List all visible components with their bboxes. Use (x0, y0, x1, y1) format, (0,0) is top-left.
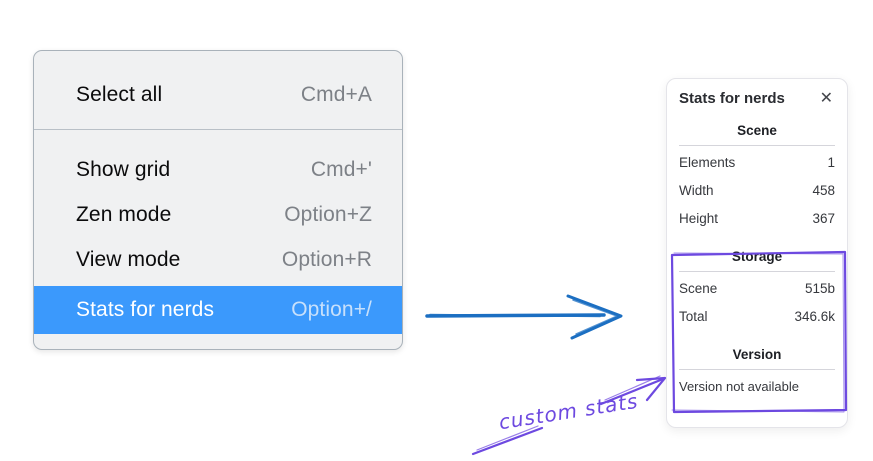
stat-row-width: Width 458 (679, 177, 835, 205)
menu-item-zen-mode[interactable]: Zen mode Option+Z (34, 192, 402, 237)
section-heading-version: Version (732, 347, 782, 362)
stat-label: Scene (679, 281, 718, 296)
stat-label: Elements (679, 155, 736, 170)
menu-item-shortcut: Cmd+A (300, 83, 372, 106)
section-scene: Scene Elements 1 Width 458 Height 367 (679, 123, 835, 233)
menu-item-stats-for-nerds[interactable]: Stats for nerds Option+/ (34, 286, 402, 334)
stat-value: 346.6k (794, 309, 835, 324)
menu-item-shortcut: Cmd+' (310, 157, 372, 181)
blue-arrow (425, 294, 623, 340)
menu-item-label: Zen mode (76, 202, 172, 226)
stats-panel-header: Stats for nerds ✕ (679, 90, 835, 107)
menu-item-shortcut: Option+/ (291, 298, 372, 321)
menu-item-select-all[interactable]: Select all Cmd+A (34, 61, 402, 129)
section-version: Version Version not available (679, 347, 835, 401)
section-heading-scene: Scene (737, 123, 777, 138)
stats-panel-title: Stats for nerds (679, 90, 785, 107)
custom-stats-annotation: custom stats (497, 388, 640, 435)
version-message: Version not available (679, 379, 799, 394)
stat-value: 1 (827, 155, 835, 170)
context-menu: Select all Cmd+A Show grid Cmd+' Zen mod… (33, 50, 403, 350)
stats-panel: Stats for nerds ✕ Scene Elements 1 Width… (666, 78, 848, 428)
stat-row-scene-storage: Scene 515b (679, 275, 835, 303)
stat-label: Height (679, 211, 719, 226)
section-divider (679, 369, 835, 370)
menu-item-shortcut: Option+R (281, 247, 372, 271)
stat-row-total-storage: Total 346.6k (679, 303, 835, 331)
close-icon[interactable]: ✕ (819, 89, 833, 107)
section-heading-storage: Storage (731, 249, 783, 264)
section-divider (679, 271, 835, 272)
stat-label: Width (679, 183, 714, 198)
menu-item-label: Show grid (76, 157, 171, 181)
menu-item-label: View mode (76, 247, 181, 271)
menu-item-shortcut: Option+Z (284, 202, 372, 226)
stat-value: 515b (804, 281, 835, 296)
section-divider (679, 145, 835, 146)
custom-stats-arrow (471, 375, 667, 456)
section-storage: Storage Scene 515b Total 346.6k (679, 249, 835, 331)
stat-row-elements: Elements 1 (679, 149, 835, 177)
stat-value: 458 (812, 183, 835, 198)
stat-value: 367 (812, 211, 835, 226)
menu-item-label: Select all (76, 83, 163, 106)
stat-row-height: Height 367 (679, 205, 835, 233)
stat-label: Total (679, 309, 708, 324)
menu-item-show-grid[interactable]: Show grid Cmd+' (34, 147, 402, 192)
menu-item-label: Stats for nerds (76, 298, 215, 321)
menu-item-view-mode[interactable]: View mode Option+R (34, 237, 402, 282)
menu-separator (34, 129, 402, 130)
